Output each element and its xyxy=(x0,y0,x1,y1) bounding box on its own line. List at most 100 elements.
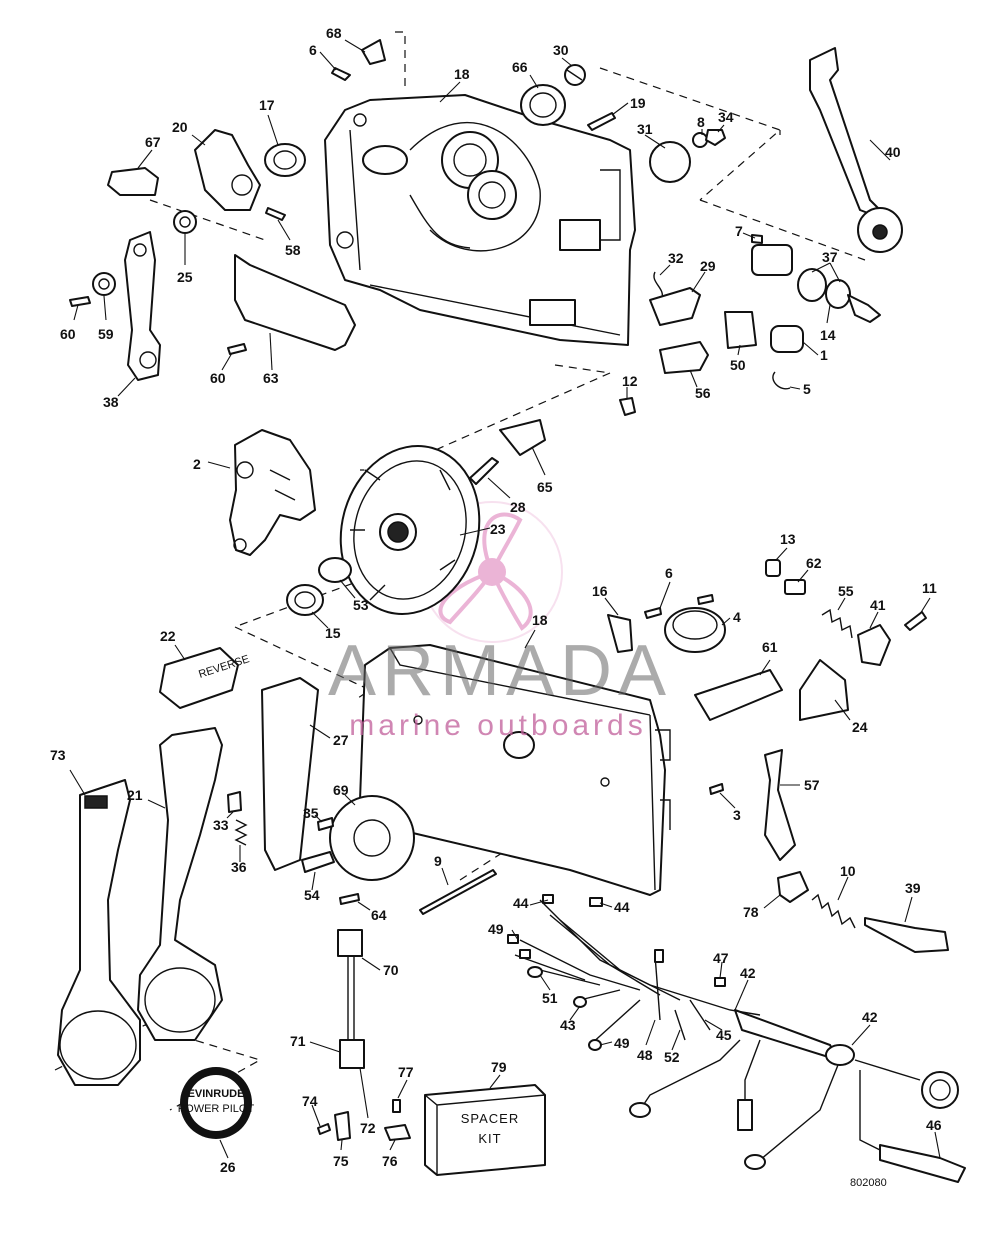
control-handles xyxy=(57,727,415,1086)
callout-32: 32 xyxy=(668,250,684,266)
callout-28: 28 xyxy=(510,499,526,515)
callout-34: 34 xyxy=(718,109,734,125)
callout-7: 7 xyxy=(735,223,743,239)
callout-73: 73 xyxy=(50,747,66,763)
callout-70: 70 xyxy=(383,962,399,978)
callout-33: 33 xyxy=(213,817,229,833)
callout-47: 47 xyxy=(713,950,729,966)
watermark-propeller-logo xyxy=(421,501,563,643)
callout-71: 71 xyxy=(290,1033,306,1049)
leader-lines xyxy=(69,39,941,1159)
callout-69: 69 xyxy=(333,782,349,798)
callout-56: 56 xyxy=(695,385,711,401)
callout-3: 3 xyxy=(733,807,741,823)
callout-63: 63 xyxy=(263,370,279,386)
callout-57: 57 xyxy=(804,777,820,793)
watermark-brand: ARMADA xyxy=(328,631,672,711)
spacer-kit-box: SPACER KIT xyxy=(424,1084,546,1176)
callout-43: 43 xyxy=(560,1017,576,1033)
callout-74: 74 xyxy=(302,1093,318,1109)
callout-46: 46 xyxy=(926,1117,942,1133)
callout-78: 78 xyxy=(743,904,759,920)
drawing-number: 802080 xyxy=(850,1177,887,1189)
callout-6: 6 xyxy=(309,42,317,58)
callout-38: 38 xyxy=(103,394,119,410)
callout-42: 42 xyxy=(740,965,756,981)
callout-14: 14 xyxy=(820,327,836,343)
callout-60: 60 xyxy=(60,326,76,342)
pigtail-harness-70-71 xyxy=(317,929,411,1141)
callout-49: 49 xyxy=(488,921,504,937)
callout-26: 26 xyxy=(220,1159,236,1175)
callout-44: 44 xyxy=(513,895,529,911)
callout-67: 67 xyxy=(145,134,161,150)
callout-54: 54 xyxy=(304,887,320,903)
callout-49-b: 49 xyxy=(614,1035,630,1051)
callout-27: 27 xyxy=(333,732,349,748)
callout-66: 66 xyxy=(512,59,528,75)
callout-72: 72 xyxy=(360,1120,376,1136)
callout-65: 65 xyxy=(537,479,553,495)
callout-40: 40 xyxy=(885,144,901,160)
callout-5: 5 xyxy=(803,381,811,397)
throttle-lever-40 xyxy=(809,47,903,253)
watermark: ARMADA marine outboards xyxy=(328,631,672,742)
callout-29: 29 xyxy=(700,258,716,274)
callout-50: 50 xyxy=(730,357,746,373)
callout-19: 19 xyxy=(630,95,646,111)
spacer-kit-label-line2: KIT xyxy=(478,1131,501,1146)
callout-45: 45 xyxy=(716,1027,732,1043)
callout-53: 53 xyxy=(353,597,369,613)
cam-plate-2 xyxy=(229,429,316,556)
callout-11: 11 xyxy=(922,580,937,596)
callout-52: 52 xyxy=(664,1049,680,1065)
arm-38 xyxy=(124,231,161,381)
callout-4: 4 xyxy=(733,609,741,625)
callout-30: 30 xyxy=(553,42,569,58)
callout-22: 22 xyxy=(160,628,176,644)
callout-numbers: 68 6 18 66 30 19 8 34 31 40 67 20 17 58 … xyxy=(50,25,942,1175)
callout-59: 59 xyxy=(98,326,114,342)
callout-25: 25 xyxy=(177,269,193,285)
callout-62: 62 xyxy=(806,555,822,571)
callout-41: 41 xyxy=(870,597,886,613)
evinrude-badge-26: EVINRUDE POWER PILOT xyxy=(178,1067,255,1139)
small-parts-middle xyxy=(159,559,949,953)
callout-31: 31 xyxy=(637,121,653,137)
callout-55: 55 xyxy=(838,583,854,599)
callout-51: 51 xyxy=(542,990,558,1006)
callout-18-b: 18 xyxy=(532,612,548,628)
callout-36: 36 xyxy=(231,859,247,875)
callout-64: 64 xyxy=(371,907,387,923)
callout-39: 39 xyxy=(905,880,921,896)
gear-plate-23 xyxy=(339,445,481,615)
callout-15: 15 xyxy=(325,625,341,641)
callout-68: 68 xyxy=(326,25,342,41)
wiring-harness xyxy=(507,894,966,1183)
callout-44-b: 44 xyxy=(614,899,630,915)
small-parts-upper xyxy=(69,39,881,616)
callout-35: 35 xyxy=(303,805,319,821)
callout-77: 77 xyxy=(398,1064,414,1080)
badge-26-text: EVINRUDE xyxy=(188,1088,245,1100)
spacer-kit-label-line1: SPACER xyxy=(461,1111,520,1126)
callout-2: 2 xyxy=(193,456,201,472)
callout-76: 76 xyxy=(382,1153,398,1169)
callout-58: 58 xyxy=(285,242,301,258)
callout-79: 79 xyxy=(491,1059,507,1075)
badge-26-subtext: POWER PILOT xyxy=(178,1103,255,1115)
callout-1: 1 xyxy=(820,347,828,363)
callout-6-b: 6 xyxy=(665,565,673,581)
callout-17: 17 xyxy=(259,97,275,113)
callout-20: 20 xyxy=(172,119,188,135)
callout-9: 9 xyxy=(434,853,442,869)
callout-24: 24 xyxy=(852,719,868,735)
callout-18: 18 xyxy=(454,66,470,82)
callout-21: 21 xyxy=(127,787,143,803)
callout-12: 12 xyxy=(622,373,638,389)
callout-8: 8 xyxy=(697,114,705,130)
callout-10: 10 xyxy=(840,863,856,879)
watermark-tagline: marine outboards xyxy=(349,709,646,742)
callout-13: 13 xyxy=(780,531,796,547)
